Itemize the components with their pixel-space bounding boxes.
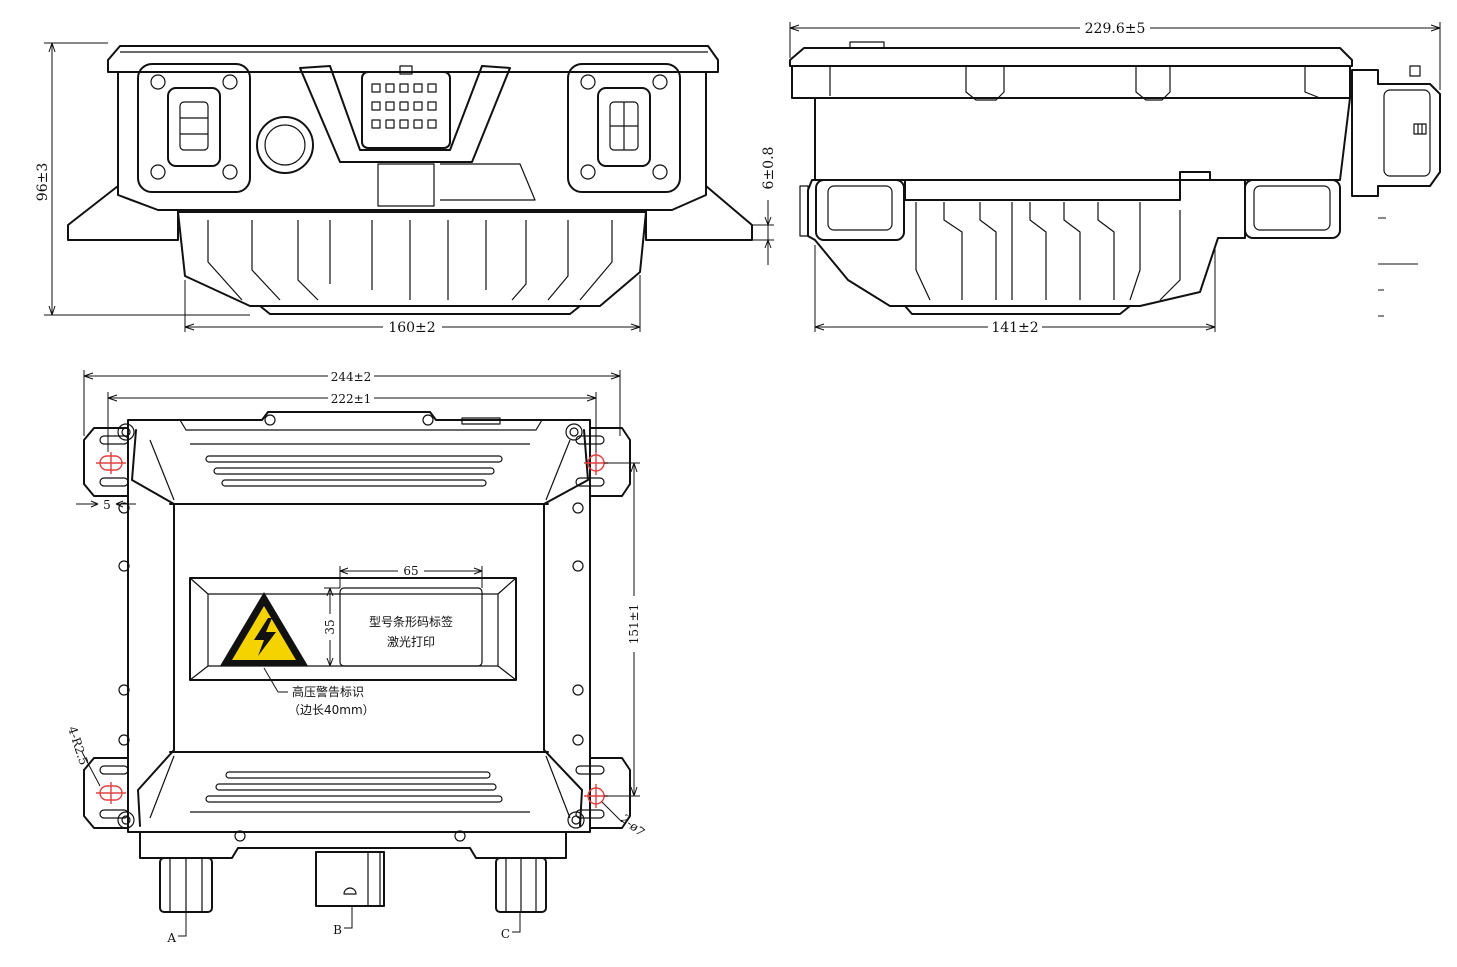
dim-base-offset-label: 6±0.8 [761, 147, 777, 190]
dim-base-offset: 6±0.8 [752, 147, 777, 265]
slot-callout-label: 4-R2.5 [65, 725, 91, 767]
dim-vertical-pitch: 151±1 [604, 462, 641, 797]
dim-outer-width-label: 244±2 [331, 370, 372, 384]
connector-c-label: C [501, 927, 510, 941]
side-view: 229.6±5 141±2 [789, 21, 1441, 336]
dim-outer-width: 244±2 [83, 370, 621, 436]
mounting-hole-marks [96, 451, 608, 808]
dim-front-bottom-width: 160±2 [184, 275, 641, 336]
vent-slots-top [205, 455, 503, 487]
cooling-fins [207, 220, 613, 301]
barcode-label-line2: 激光打印 [387, 635, 435, 649]
dim-vertical-pitch-label: 151±1 [627, 604, 641, 645]
dim-side-length: 229.6±5 [789, 21, 1441, 90]
hole-callout: 2-ø7 [601, 801, 647, 840]
side-holes [117, 414, 585, 842]
mounting-ears [83, 427, 631, 829]
dim-edge-label: 5 [103, 498, 111, 512]
warning-callout: 高压警告标识 （边长40mm） [263, 667, 375, 717]
side-fins [915, 202, 1181, 301]
slot-callout: 4-R2.5 [65, 725, 101, 787]
connector-a-label: A [166, 931, 176, 945]
dim-side-bottom-width-label: 141±2 [991, 320, 1038, 336]
dim-label-height-label: 35 [323, 619, 337, 634]
dim-edge: 5 [76, 498, 136, 512]
top-view: 型号条形码标签 激光打印 高压警告标识 （边长40mm） 65 35 [65, 370, 647, 945]
center-signal-connector [299, 65, 536, 207]
dim-side-length-label: 229.6±5 [1085, 21, 1146, 37]
warning-label-line1: 高压警告标识 [292, 684, 364, 699]
barcode-label-line1: 型号条形码标签 [369, 614, 453, 629]
edge-marks [1378, 217, 1418, 317]
dim-label-height: 35 [323, 587, 340, 667]
side-connector [1351, 65, 1441, 197]
round-port [256, 116, 314, 174]
front-view: 96±3 6±0.8 160±2 [35, 42, 777, 336]
dim-side-bottom-width: 141±2 [814, 245, 1216, 336]
warning-label-line2: （边长40mm） [288, 703, 375, 717]
connector-b-label: B [333, 923, 342, 937]
bottom-connectors: A B C [139, 831, 567, 945]
dim-height: 96±3 [35, 42, 250, 316]
dim-height-label: 96±3 [35, 163, 51, 201]
label-area: 型号条形码标签 激光打印 [189, 577, 517, 681]
dim-hole-pitch-label: 222±1 [331, 392, 372, 406]
dim-front-bottom-width-label: 160±2 [388, 320, 435, 336]
vent-slots-bottom [205, 771, 503, 803]
left-hv-connector [137, 63, 251, 193]
dim-label-width: 65 [339, 564, 483, 588]
right-hv-connector [567, 63, 681, 193]
hole-callout-label: 2-ø7 [618, 812, 647, 840]
dim-label-width-label: 65 [403, 564, 418, 578]
dim-hole-pitch: 222±1 [107, 392, 597, 452]
